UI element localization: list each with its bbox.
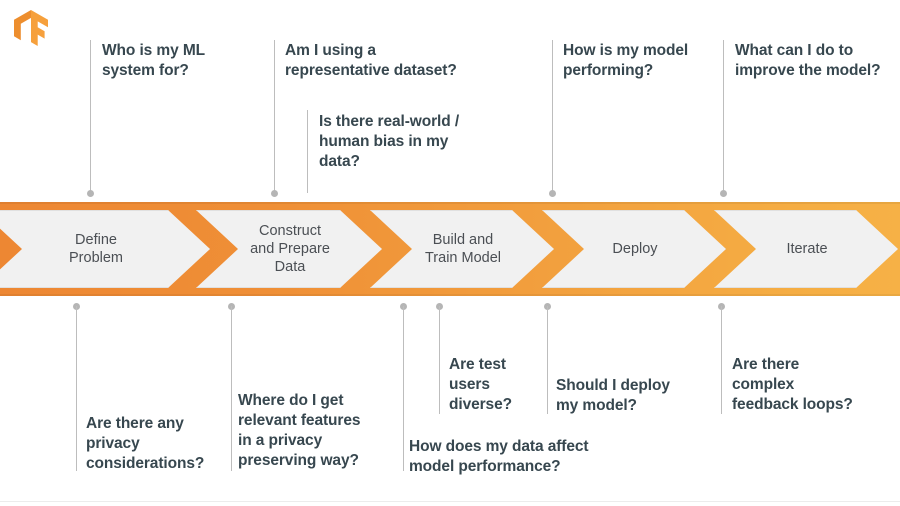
connector-line-bottom-3: [403, 306, 404, 471]
connector-line-bottom-5: [547, 306, 548, 414]
pipeline-step-label: Deploy: [612, 241, 658, 257]
band-top-edge: [0, 202, 900, 204]
pipeline-step-label: Iterate: [786, 241, 828, 257]
connector-line-top-4: [552, 40, 553, 193]
question-below-privacy-considerations: Are there any privacy considerations?: [86, 415, 205, 472]
page-bottom-rule: [0, 501, 900, 502]
question-below-relevant-features-privacy: Where do I get relevant features in a pr…: [238, 392, 361, 469]
question-above-who-is-my-ml-system-for: Who is my ML system for?: [102, 42, 205, 79]
pipeline-step-construct-prepare-data[interactable]: Construct and Prepare Data: [196, 210, 382, 288]
pipeline-step-label: Construct and Prepare Data: [250, 223, 330, 275]
question-above-am-i-using-representative-dataset: Am I using a representative dataset?: [285, 42, 457, 79]
pipeline-step-define-problem[interactable]: Define Problem: [0, 210, 210, 288]
pipeline-step-label: Define Problem: [69, 232, 123, 266]
question-below-are-test-users-diverse: Are test users diverse?: [449, 356, 512, 413]
connector-line-top-2: [274, 40, 275, 193]
connector-line-top-5: [723, 40, 724, 193]
question-below-how-does-data-affect-performance: How does my data affect model performanc…: [409, 438, 589, 475]
question-below-should-i-deploy-my-model: Should I deploy my model?: [556, 377, 670, 414]
question-above-real-world-human-bias: Is there real-world / human bias in my d…: [319, 113, 460, 170]
band-bottom-edge: [0, 294, 900, 296]
question-below-complex-feedback-loops: Are there complex feedback loops?: [732, 356, 853, 413]
question-above-how-is-my-model-performing: How is my model performing?: [563, 42, 689, 79]
connector-line-top-3: [307, 110, 308, 193]
pipeline-step-deploy[interactable]: Deploy: [542, 210, 726, 288]
connector-dot-top-2: [271, 190, 278, 197]
pipeline-step-build-train-model[interactable]: Build and Train Model: [370, 210, 554, 288]
tensorflow-logo: [14, 10, 48, 46]
pipeline-step-iterate[interactable]: Iterate: [714, 210, 898, 288]
connector-dot-top-4: [549, 190, 556, 197]
connector-dot-top-1: [87, 190, 94, 197]
pipeline-step-label: Build and Train Model: [424, 232, 502, 266]
connector-line-top-1: [90, 40, 91, 193]
pipeline-band: Define Problem Construct and Prepare Dat…: [0, 202, 900, 296]
connector-dot-top-5: [720, 190, 727, 197]
connector-line-bottom-2: [231, 306, 232, 471]
connector-line-bottom-6: [721, 306, 722, 414]
connector-line-bottom-4: [439, 306, 440, 414]
connector-line-bottom-1: [76, 306, 77, 471]
question-above-what-can-i-do-to-improve: What can I do to improve the model?: [735, 42, 881, 79]
